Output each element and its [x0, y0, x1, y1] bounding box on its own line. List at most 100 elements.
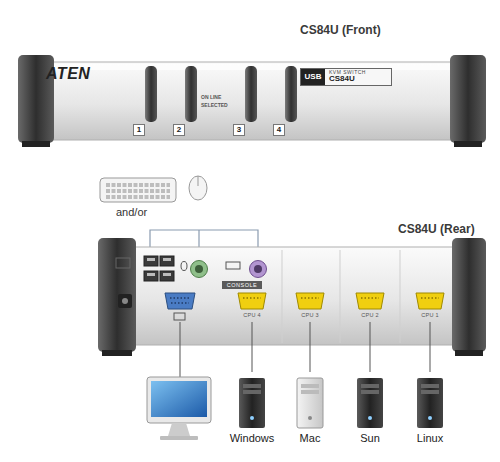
- port-pins: [421, 297, 439, 299]
- port-button: [245, 66, 257, 122]
- foot: [102, 350, 132, 356]
- port-button: [145, 66, 157, 122]
- keyboard-icon: [226, 262, 240, 269]
- brand-logo: ATEN: [46, 65, 90, 83]
- drive-bay: [301, 390, 319, 394]
- cpu-port: [416, 293, 444, 309]
- usb-contact: [163, 258, 171, 261]
- keyboard: [100, 178, 176, 202]
- usb-contact: [163, 273, 171, 276]
- port-number-box: 3: [233, 124, 245, 136]
- usb-port: [160, 256, 174, 266]
- front-switch-unit: CS84U (Front)ATEN1234USBKVM SWITCHCS84U: [18, 55, 486, 143]
- port-button: [285, 66, 297, 122]
- front-panel: [40, 62, 464, 140]
- badge-text: USB: [301, 69, 325, 85]
- port-label: CPU 4: [236, 312, 268, 319]
- usb-port: [160, 271, 174, 281]
- cable-line: [252, 322, 253, 372]
- vga-pins: [171, 302, 189, 304]
- computer-tower: [297, 378, 323, 428]
- usb-port: [144, 271, 158, 281]
- port-pins: [301, 297, 319, 299]
- cpu-port: [238, 293, 266, 309]
- badge-text: CS84U: [329, 74, 355, 84]
- ps2-mouse-port: [191, 261, 208, 278]
- port-label: CPU 2: [354, 312, 386, 319]
- power-light: [308, 416, 312, 420]
- port-pins: [361, 297, 379, 299]
- foot: [455, 350, 483, 356]
- ps2-socket: [195, 265, 203, 273]
- monitor: [147, 377, 211, 423]
- end-cap: [450, 55, 486, 143]
- ps2-socket: [254, 265, 262, 273]
- unit-heading: CS84U (Rear): [398, 222, 475, 236]
- drive-bay: [301, 384, 319, 388]
- mouse-button: [198, 176, 199, 186]
- mouse: [189, 176, 207, 200]
- drive-bay: [361, 390, 379, 394]
- cpu-port: [296, 293, 324, 309]
- usb-contact: [147, 258, 155, 261]
- end-cap: [452, 238, 486, 352]
- rear-panel: [130, 247, 456, 345]
- port-pins: [243, 297, 261, 299]
- connection-note: and/or: [116, 206, 147, 218]
- port-button: [185, 66, 197, 122]
- led-label: ON LINE: [201, 94, 221, 100]
- cable-line: [310, 322, 311, 372]
- drive-bay: [243, 390, 261, 394]
- drive-bay: [421, 384, 439, 388]
- port-label: CPU 1: [414, 312, 446, 319]
- rear-switch-unit: CS84U (Rear)CONSOLECPU 4CPU 3CPU 2CPU 1: [98, 240, 486, 352]
- port-label: CPU 3: [294, 312, 326, 319]
- cpu-port-group: CPU 3: [294, 291, 326, 322]
- cable-line: [370, 322, 371, 372]
- ps2-keyboard-port: [250, 261, 267, 278]
- computer-node: Sun: [345, 372, 395, 446]
- port-number-box: 2: [173, 124, 185, 136]
- monitor-stand: [168, 423, 190, 436]
- callout-number: 1: [134, 125, 144, 135]
- callout-number: 3: [234, 125, 244, 135]
- computer-tower: [417, 378, 443, 428]
- monitor-icon: [174, 313, 185, 320]
- power-jack: [118, 294, 132, 308]
- port-number-box: 1: [133, 124, 145, 136]
- usb-port: [144, 256, 158, 266]
- section-divider: [340, 250, 341, 343]
- computer-tower: [357, 378, 383, 428]
- console-label-plate: CONSOLE: [222, 281, 262, 289]
- monitor-screen: [151, 381, 207, 417]
- computer-node: Mac: [285, 372, 335, 446]
- os-label: Windows: [217, 432, 287, 445]
- drive-bay: [243, 384, 261, 388]
- callout-number: 4: [274, 125, 284, 135]
- vga-pins: [170, 297, 190, 299]
- cpu-port-group: CPU 4: [236, 291, 268, 322]
- keyboard-keys: [106, 183, 170, 187]
- power-pin: [122, 298, 128, 304]
- port-number-box: 4: [273, 124, 285, 136]
- keyboard-keys: [106, 195, 170, 199]
- computer-node: Linux: [405, 372, 455, 446]
- vga-monitor-port: [165, 293, 195, 309]
- power-light: [250, 416, 254, 420]
- unit-heading: CS84U (Front): [300, 23, 381, 37]
- power-light: [368, 416, 372, 420]
- usb-icon: [116, 258, 130, 268]
- model-badge: USBKVM SWITCHCS84U: [300, 68, 392, 86]
- cpu-port: [356, 293, 384, 309]
- os-label: Sun: [335, 432, 405, 445]
- os-label: Mac: [275, 432, 345, 445]
- monitor-base: [160, 436, 198, 440]
- keyboard-keys: [106, 189, 170, 193]
- led-label: SELECTED: [201, 102, 228, 108]
- os-label: Linux: [395, 432, 465, 445]
- drive-bay: [421, 390, 439, 394]
- computer-tower: [239, 378, 265, 428]
- cpu-port-group: CPU 1: [414, 291, 446, 322]
- foot: [454, 141, 482, 147]
